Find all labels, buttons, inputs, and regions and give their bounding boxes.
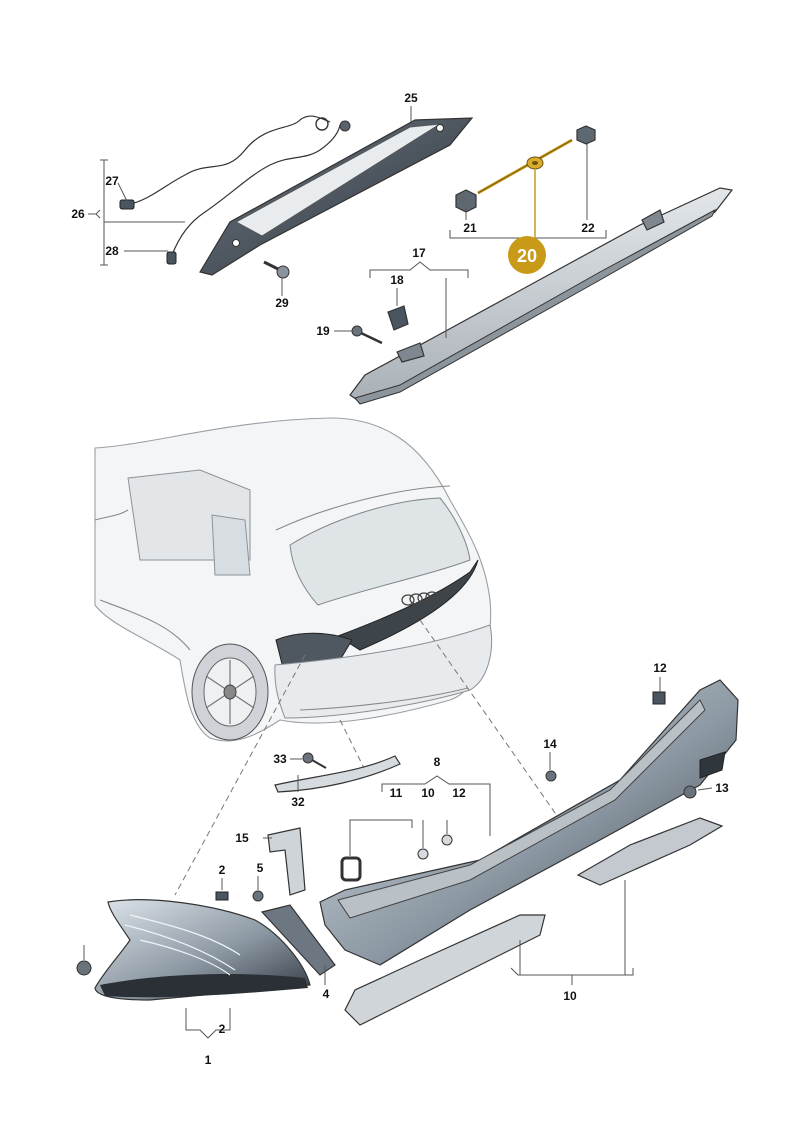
label-10-bottom: 10	[563, 989, 577, 1003]
nut-13	[683, 785, 697, 799]
label-18: 18	[390, 273, 404, 287]
screw-33	[302, 752, 327, 769]
label-4: 4	[323, 987, 330, 1001]
reference-lines	[174, 619, 561, 896]
label-2-lower: 2	[219, 1022, 226, 1036]
callout-20-text: 20	[517, 246, 537, 266]
clip-21	[455, 189, 477, 213]
label-22: 22	[581, 221, 595, 235]
spoiler-trim-17	[349, 187, 734, 405]
third-brake-light	[199, 117, 474, 276]
nut-left	[76, 960, 92, 976]
label-12-middle: 12	[452, 786, 466, 800]
pin-20	[477, 138, 573, 195]
label-10-top: 10	[421, 786, 435, 800]
bracket-15	[267, 827, 306, 896]
callout-labels: 25 27 26 28 29 21 22 17 18 19 12 14 13 3…	[71, 91, 729, 1067]
label-17: 17	[412, 246, 426, 260]
clip-22	[576, 125, 596, 145]
clip-12-small	[441, 834, 453, 846]
tail-lamp-1	[94, 899, 311, 1001]
trim-strip-32	[274, 755, 401, 793]
label-28: 28	[105, 244, 119, 258]
label-29: 29	[275, 296, 289, 310]
label-27: 27	[105, 174, 119, 188]
clip-12	[652, 691, 666, 705]
nut-14	[545, 770, 557, 782]
label-15: 15	[235, 831, 249, 845]
wiring-harness	[119, 115, 351, 265]
bracket-4	[260, 904, 336, 976]
label-32: 32	[291, 795, 305, 809]
label-5: 5	[257, 861, 264, 875]
car-rear-view	[94, 417, 493, 742]
bottom-leaders	[83, 677, 713, 1039]
screw-19	[351, 325, 383, 345]
label-25: 25	[404, 91, 418, 105]
label-21: 21	[463, 221, 477, 235]
clip-18	[387, 305, 409, 331]
bracket-2	[215, 891, 229, 901]
screw-5	[252, 890, 264, 902]
label-26: 26	[71, 207, 85, 221]
label-12-right: 12	[653, 661, 667, 675]
label-33: 33	[273, 752, 287, 766]
callout-20-highlight[interactable]: 20	[508, 236, 546, 274]
clip-10	[417, 848, 429, 860]
label-8: 8	[434, 755, 441, 769]
energy-absorber-10	[344, 817, 724, 1026]
label-14: 14	[543, 737, 557, 751]
label-2-upper: 2	[219, 863, 226, 877]
label-13: 13	[715, 781, 729, 795]
label-1: 1	[205, 1053, 212, 1067]
clip-11	[340, 856, 362, 882]
label-19: 19	[316, 324, 330, 338]
bumper-cover-8	[319, 679, 739, 966]
label-11: 11	[390, 786, 403, 800]
screw-29	[263, 260, 290, 279]
